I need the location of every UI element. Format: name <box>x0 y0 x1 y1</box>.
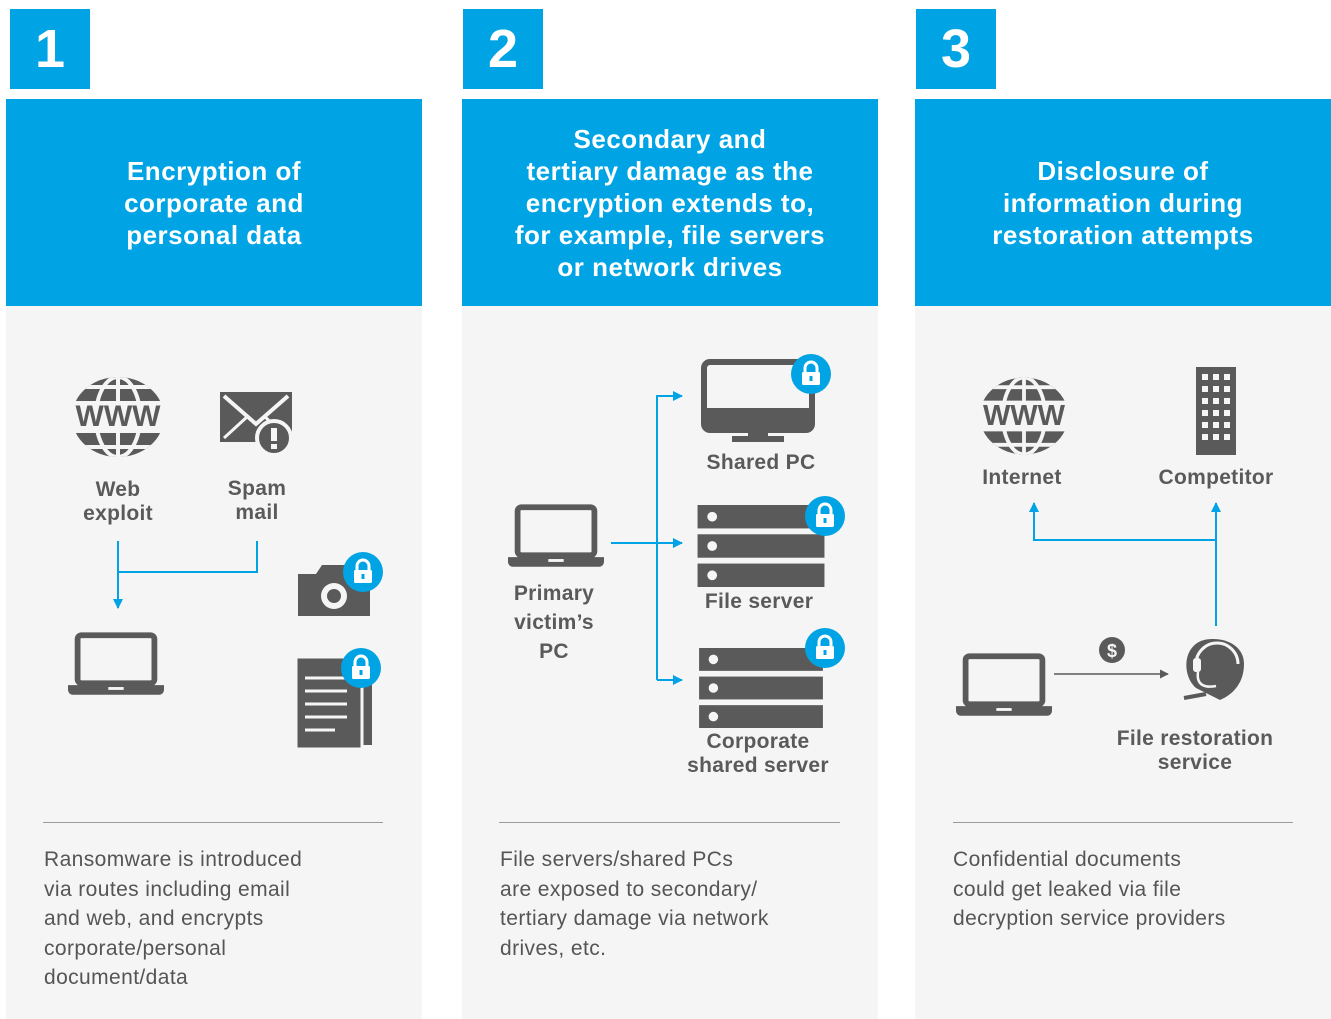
corporate-shared-server-label: Corporate shared server <box>687 730 829 777</box>
panel-2-description: File servers/shared PCs are exposed to s… <box>500 848 769 960</box>
step-number-1: 1 <box>10 9 90 89</box>
globe-icon: WWW <box>68 375 168 475</box>
lock-icon <box>341 648 381 688</box>
file-server-label: File server <box>704 590 814 613</box>
globe-icon: WWW <box>976 376 1072 472</box>
internet-label: Internet <box>982 466 1062 489</box>
panel-1-title-text: Encryption of corporate and personal dat… <box>124 155 304 250</box>
lock-icon <box>343 552 383 592</box>
panel-1-description: Ransomware is introduced via routes incl… <box>44 848 303 989</box>
shared-pc-label: Shared PC <box>706 451 816 474</box>
divider <box>953 822 1293 823</box>
lock-icon <box>805 628 845 668</box>
panel-1-title: Encryption of corporate and personal dat… <box>6 99 422 306</box>
panel-3-title: Disclosure of information during restora… <box>915 99 1331 306</box>
www-text: WWW <box>76 400 162 433</box>
divider <box>499 822 840 823</box>
divider <box>43 822 383 823</box>
file-restoration-service-label: File restoration service <box>1116 727 1274 774</box>
laptop-icon <box>508 507 604 567</box>
server-icon <box>699 648 823 728</box>
dollar-icon: $ <box>1099 637 1125 663</box>
lock-icon <box>805 496 845 536</box>
panel-3-title-text: Disclosure of information during restora… <box>992 155 1254 250</box>
lock-icon <box>791 354 831 394</box>
web-exploit-label: Web exploit <box>83 478 153 525</box>
panel-3-description: Confidential documents could get leaked … <box>953 848 1226 930</box>
dollar-symbol: $ <box>1107 641 1117 661</box>
panel-2-title: Secondary and tertiary damage as the enc… <box>462 99 878 306</box>
monitor-icon <box>701 359 815 442</box>
www-text: WWW <box>983 400 1066 432</box>
mail-warning-icon <box>220 392 293 457</box>
headset-icon <box>1183 639 1244 700</box>
panel-2-title-text: Secondary and tertiary damage as the enc… <box>514 123 826 282</box>
building-icon <box>1196 367 1236 455</box>
competitor-label: Competitor <box>1158 466 1274 489</box>
step-number-2: 2 <box>463 9 543 89</box>
spam-mail-label: Spam mail <box>227 477 287 524</box>
step-number-3: 3 <box>916 9 996 89</box>
laptop-icon <box>956 656 1052 716</box>
laptop-icon <box>68 635 164 695</box>
primary-victim-pc-label: Primary victim’s PC <box>513 582 595 663</box>
